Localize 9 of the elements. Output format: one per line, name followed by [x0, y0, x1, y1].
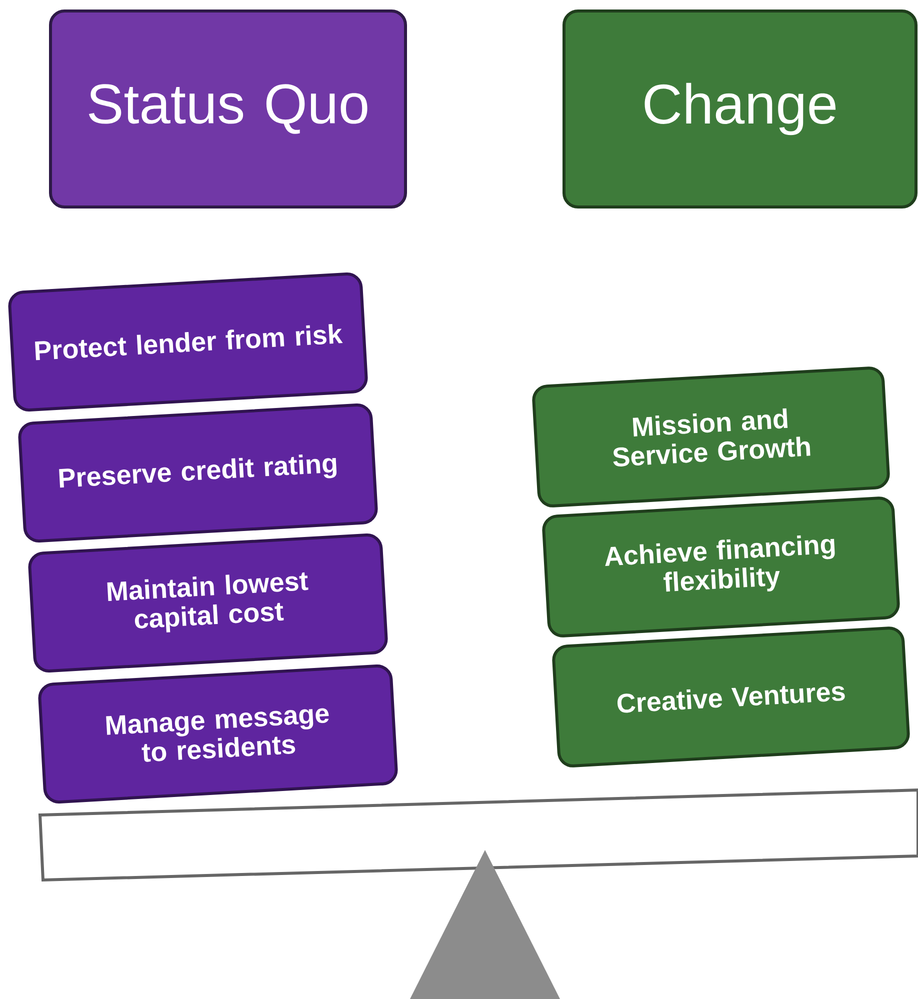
stacked-box: Mission and Service Growth	[532, 366, 890, 508]
stacked-box: Achieve financing flexibility	[542, 496, 900, 638]
stacked-box: Manage message to residents	[38, 664, 398, 804]
header-box: Change	[562, 10, 918, 208]
stacked-box: Protect lender from risk	[8, 272, 368, 412]
stacked-box: Creative Ventures	[552, 626, 910, 768]
header-box: Status Quo	[49, 10, 407, 208]
stacked-box: Preserve credit rating	[18, 404, 378, 542]
stacked-box: Maintain lowest capital cost	[28, 534, 388, 672]
